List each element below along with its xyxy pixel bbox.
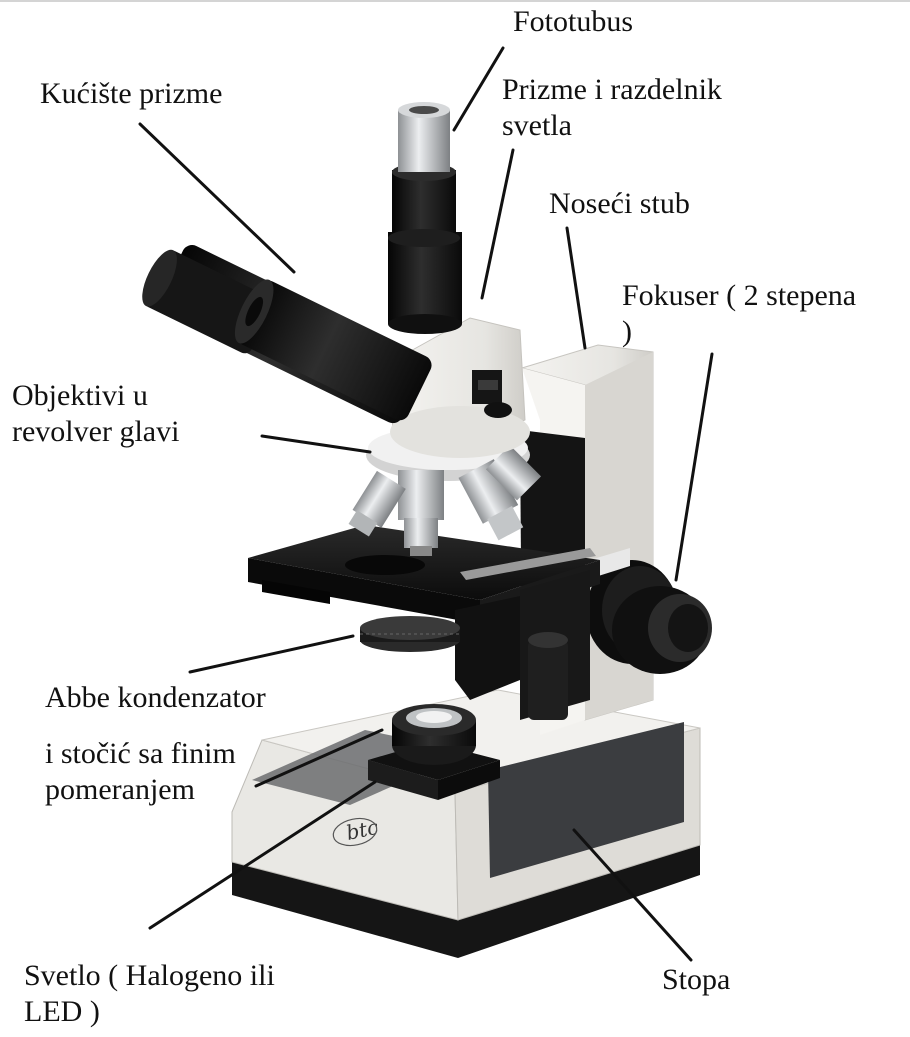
label-text: Stopa xyxy=(662,962,730,998)
photo-tube xyxy=(388,102,462,334)
label-line-1: Svetlo ( Halogeno ili xyxy=(24,958,275,994)
label-stopa: Stopa xyxy=(662,962,730,998)
leader-abbe xyxy=(190,636,353,672)
abbe-condenser xyxy=(360,616,460,652)
label-line-1: Objektivi u xyxy=(12,378,179,414)
label-line-2: svetla xyxy=(502,108,722,144)
label-prizme-razdelnik: Prizme i razdelnik svetla xyxy=(502,72,722,144)
label-fokuser: Fokuser ( 2 stepena ) xyxy=(622,278,856,350)
label-objektivi: Objektivi u revolver glavi xyxy=(12,378,179,450)
leader-objektivi xyxy=(262,436,370,452)
label-text: Noseći stub xyxy=(549,186,690,222)
leader-noseci-stub xyxy=(567,228,585,348)
label-line-2: pomeranjem xyxy=(45,772,236,808)
label-line-1: Prizme i razdelnik xyxy=(502,72,722,108)
label-kuciste-prizme: Kućište prizme xyxy=(40,76,222,112)
leader-prizme xyxy=(482,150,513,298)
label-line-1: i stočić sa finim xyxy=(45,736,236,772)
leader-kuciste-prizme xyxy=(140,124,294,272)
label-line-2: revolver glavi xyxy=(12,414,179,450)
label-line-2: LED ) xyxy=(24,994,275,1030)
label-text: Kućište prizme xyxy=(40,76,222,112)
label-fototubus: Fototubus xyxy=(513,4,633,40)
leader-fokuser xyxy=(676,354,712,580)
label-line-2: ) xyxy=(622,314,856,350)
label-abbe-kondenzator: Abbe kondenzator xyxy=(45,680,266,716)
label-text: Fototubus xyxy=(513,4,633,40)
label-svetlo: Svetlo ( Halogeno ili LED ) xyxy=(24,958,275,1030)
label-line-1: Fokuser ( 2 stepena xyxy=(622,278,856,314)
label-stocic: i stočić sa finim pomeranjem xyxy=(45,736,236,808)
label-text: Abbe kondenzator xyxy=(45,680,266,716)
label-noseci-stub: Noseći stub xyxy=(549,186,690,222)
leader-fototubus xyxy=(454,48,503,130)
